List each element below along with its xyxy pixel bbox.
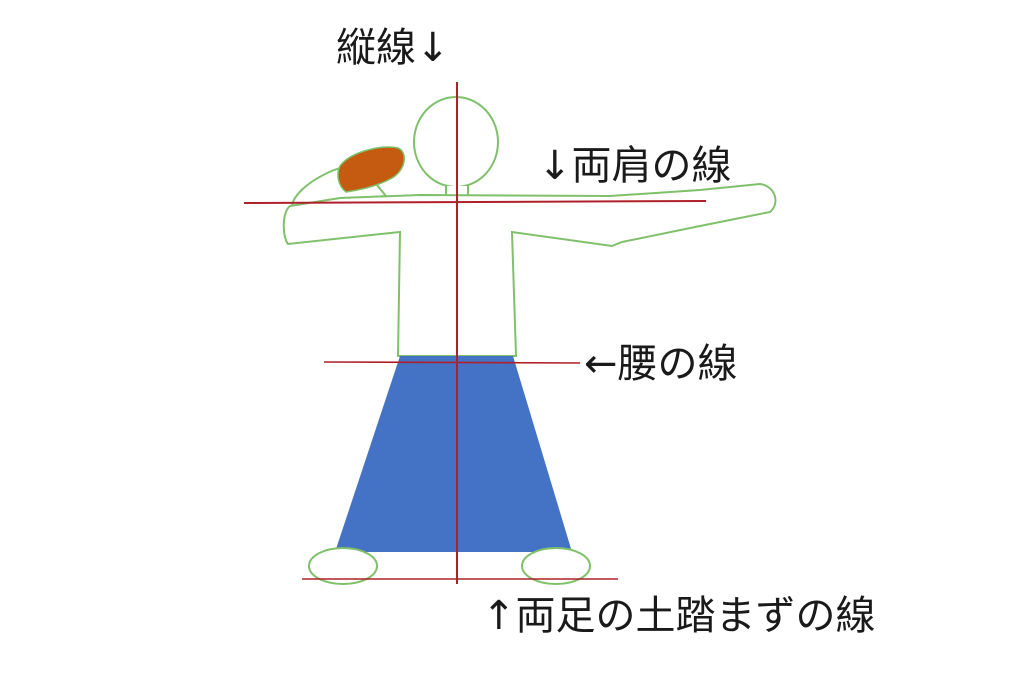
vertical-line-label: 縦線↓	[336, 25, 450, 71]
left-foot	[308, 547, 378, 585]
glove	[337, 146, 405, 193]
shoulder-guide-line	[243, 200, 707, 204]
hakama	[335, 356, 572, 552]
waist-guide-line	[323, 361, 581, 364]
right-foot	[521, 547, 591, 585]
torso	[282, 182, 777, 357]
waist-line-label: ←腰の線	[584, 341, 738, 387]
feet-line-label: ↑両足の土踏まずの線	[482, 593, 876, 639]
shoulder-line-label: ↓両肩の線	[538, 143, 732, 189]
